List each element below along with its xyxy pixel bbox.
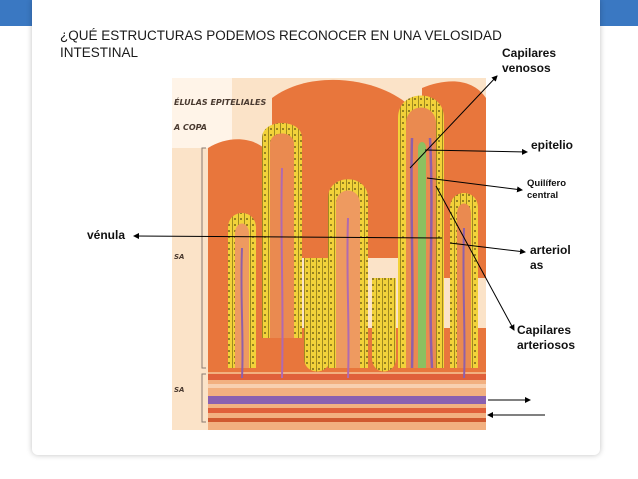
sa-label-upper: SA [174,253,184,261]
label-capilares-arteriosos: Capilares arteriosos [517,323,576,352]
label-arteriolas: arteriol as [530,243,571,272]
villus-diagram: ÉLULAS EPITELIALES A COPA SA SA [172,78,486,430]
sa-label-lower: SA [174,386,184,394]
label-epitelio: epitelio [531,138,574,152]
label-venula: vénula [87,228,126,242]
slide-top-edge [32,0,600,26]
goblet-cells-label: A COPA [173,123,207,132]
epithelial-cells-label: ÉLULAS EPITELIALES [174,96,267,107]
slide-title: ¿QUÉ ESTRUCTURAS PODEMOS RECONOCER EN UN… [60,28,502,60]
label-capilares-venosos: Capilares venosos [502,46,557,75]
label-quilifero-central: Quilífero central [527,178,567,201]
